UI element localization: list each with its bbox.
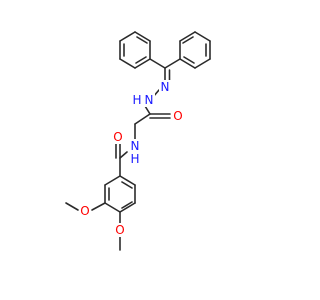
bond xyxy=(194,58,211,69)
bond xyxy=(91,202,106,211)
bond xyxy=(179,31,196,42)
atom-oxygen-carbonyl: O xyxy=(173,109,182,123)
atom-nitrogen-hydrazide: N xyxy=(145,93,154,107)
bond xyxy=(149,58,166,69)
atom-hydrogen-amide: H xyxy=(130,152,139,166)
bond xyxy=(183,56,195,64)
bond xyxy=(119,202,136,213)
bond xyxy=(182,36,194,44)
bond xyxy=(121,201,133,209)
atom-oxygen-methoxy-para: O xyxy=(115,223,124,237)
atom-labels: N H N O N H O O O xyxy=(79,80,184,237)
atom-oxygen-amide: O xyxy=(113,130,122,144)
atom-oxygen-methoxy-meta: O xyxy=(80,204,89,218)
molecule-structure-diagram: N H N O N H O O O xyxy=(65,31,211,251)
bond xyxy=(194,31,211,42)
atom-nitrogen-imine: N xyxy=(161,80,170,94)
bond xyxy=(164,58,181,69)
bond xyxy=(136,36,148,44)
bond xyxy=(121,181,133,189)
bond xyxy=(65,202,79,211)
bond xyxy=(119,151,128,159)
bond xyxy=(104,175,121,186)
bond xyxy=(179,58,196,69)
bond xyxy=(119,58,136,69)
bond xyxy=(134,31,151,42)
bond xyxy=(104,202,121,213)
atom-hydrogen-hydrazide: H xyxy=(132,93,141,107)
bond xyxy=(134,113,151,125)
bond xyxy=(134,58,151,69)
bond xyxy=(144,105,151,115)
bond xyxy=(135,56,147,64)
atom-nitrogen-amide: N xyxy=(131,139,140,153)
bond xyxy=(119,31,136,42)
bond xyxy=(119,175,136,186)
